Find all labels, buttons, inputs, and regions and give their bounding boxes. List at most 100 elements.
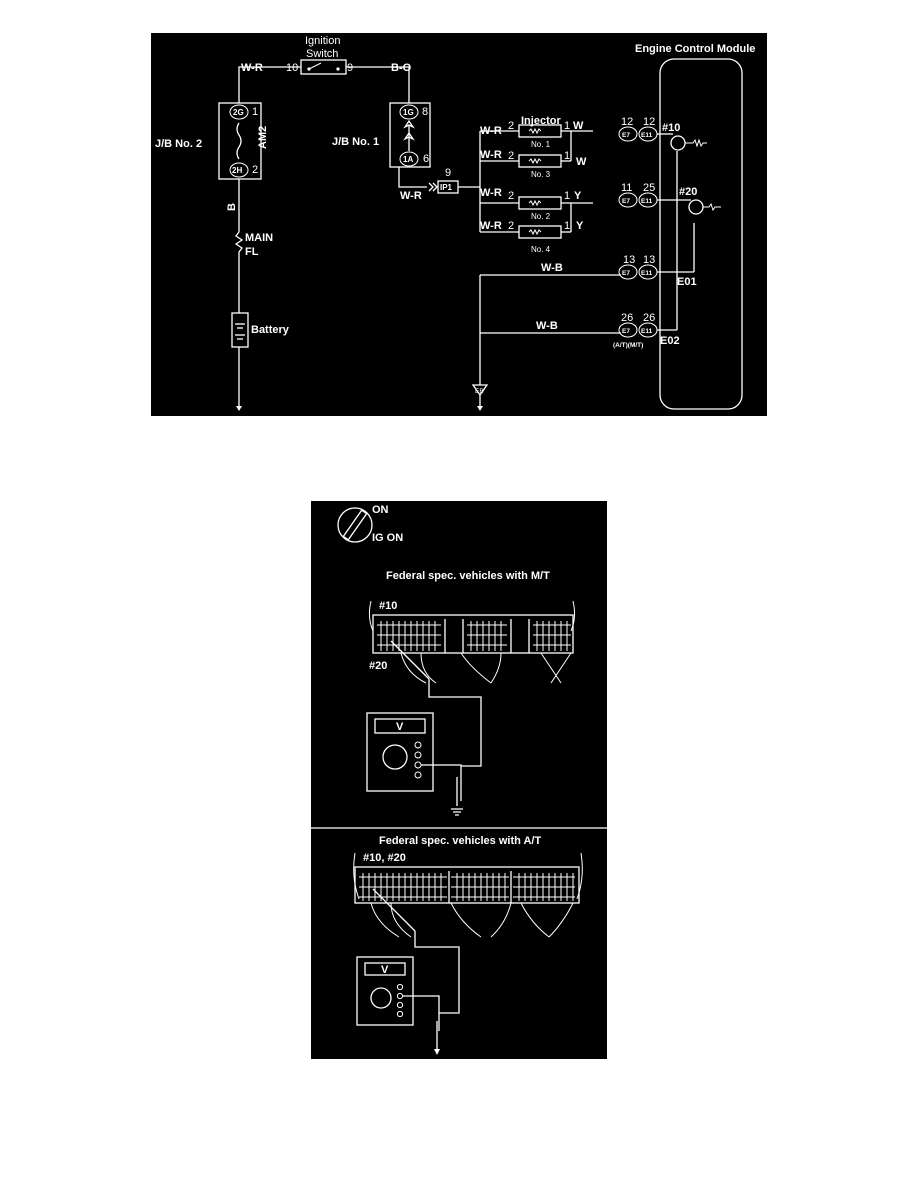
test-svg: ON IG ON Federal spec. vehicles with M/T… [311,504,607,1055]
ecm-connector-at [354,866,580,904]
e7-connector-26 [618,322,638,338]
w-b-label-1: W-B [541,262,563,274]
ground-symbol [471,384,489,397]
wire-b-label: B [226,203,238,211]
probe-lead-at [372,888,416,932]
svg-text:V: V [396,721,404,733]
ig-pin-in: 10 [286,62,298,74]
wire-b-o [346,66,410,103]
probe-lead-mt [390,640,430,680]
injector-no4 [518,225,562,239]
wire-harness-mt [400,652,572,684]
svg-text:1: 1 [564,120,570,132]
wire-w-r-label: W-R [241,62,263,74]
mt-term-20: #20 [369,660,387,672]
svg-text:E11: E11 [641,132,653,139]
svg-text:25: 25 [643,182,655,194]
wire-w-r-top [238,66,301,103]
svg-text:2: 2 [508,190,514,202]
svg-text:W: W [576,156,587,168]
svg-text:1: 1 [564,220,570,232]
meter-display-at [364,962,406,976]
e7-connector-13 [618,264,638,280]
injector-title: Injector [521,115,561,127]
svg-text:W: W [573,120,584,132]
multimeter-at [356,956,414,1026]
main-fuse [234,231,244,253]
svg-text:E7: E7 [622,198,630,205]
jb2-label: J/B No. 2 [155,138,202,150]
wire-to-ip1 [398,167,427,188]
at-terms: #10, #20 [363,852,406,864]
svg-text:1: 1 [564,190,570,202]
svg-text:13: 13 [643,254,655,266]
key-on-label: ON [372,504,389,516]
svg-text:26: 26 [643,312,655,324]
jb1-box [389,102,431,168]
wiring-diagram: W-R 10 Ignition Switch 9 B-O J/B No. 2 2… [151,33,767,416]
ground-arrow-left [236,406,242,411]
jb1-conn-top: 1G [403,108,414,117]
inj2-w-r: W-R [480,149,502,161]
svg-text:26: 26 [621,312,633,324]
mt-title: Federal spec. vehicles with M/T [386,570,550,582]
term-20-circle [688,199,704,215]
wiring-svg: W-R 10 Ignition Switch 9 B-O J/B No. 2 2… [155,35,755,411]
am2-fuse [236,122,242,160]
inj-no3-label: No. 3 [531,170,551,179]
ground-ref: EB [475,388,484,395]
at-mt-label: (A/T)(M/T) [613,342,643,349]
svg-text:E11: E11 [641,198,653,205]
svg-text:V: V [381,964,389,976]
svg-text:Y: Y [576,220,584,232]
mt-term-10: #10 [379,600,397,612]
injector-no3 [518,154,562,168]
battery-symbol [231,312,249,348]
term-20-label: #20 [679,186,697,198]
inj3-w-r: W-R [480,187,502,199]
ignition-key-icon [337,507,373,543]
injector-no2 [518,196,562,210]
jb1-label: J/B No. 1 [332,136,379,148]
connector-pins-mt [377,619,571,653]
svg-text:E7: E7 [622,270,630,277]
svg-text:E11: E11 [641,270,653,277]
term-10-circle [670,135,686,151]
svg-text:11: 11 [621,182,632,194]
ground-arrow-at [434,1049,440,1055]
inj-no1-label: No. 1 [531,140,551,149]
svg-text:12: 12 [643,116,655,128]
ip1-label: IP1 [440,183,453,192]
inj-no2-label: No. 2 [531,212,551,221]
jb1-conn-bottom: 1A [403,155,413,164]
jb2-conn-bottom: 2H [232,166,242,175]
jb2-pin-top: 1 [252,106,258,118]
e7-connector-11 [618,192,638,208]
main-fl-label-2: FL [245,246,259,258]
svg-text:E11: E11 [641,328,653,335]
meter-dial-at [370,987,392,1009]
svg-text:E7: E7 [622,328,630,335]
ecm-title: Engine Control Module [635,43,755,55]
main-fl-label-1: MAIN [245,232,273,244]
wire-w-r-ip1: W-R [400,190,422,202]
multimeter-mt [366,712,434,792]
test-procedure: ON IG ON Federal spec. vehicles with M/T… [311,501,607,1059]
jb2-conn-top: 2G [233,108,244,117]
ignition-switch-symbol [300,59,347,75]
wire-harness-at [370,902,574,938]
meter-display-mt [374,718,426,734]
am2-label: AM2 [257,126,269,149]
e7-connector-12 [618,126,638,142]
inj1-w-r: W-R [480,125,502,137]
connector-pins-at [359,871,575,903]
jb1-pin-bottom: 6 [423,153,429,165]
meter-dial-mt [382,744,408,770]
jb1-pin-top: 8 [422,106,428,118]
ecm-box [659,58,743,410]
wire-b-o-label: B-O [391,62,412,74]
w-b-label-2: W-B [536,320,558,332]
svg-text:2: 2 [508,120,514,132]
inj-no4-label: No. 4 [531,245,551,254]
ig-pin-out: 9 [347,62,353,74]
